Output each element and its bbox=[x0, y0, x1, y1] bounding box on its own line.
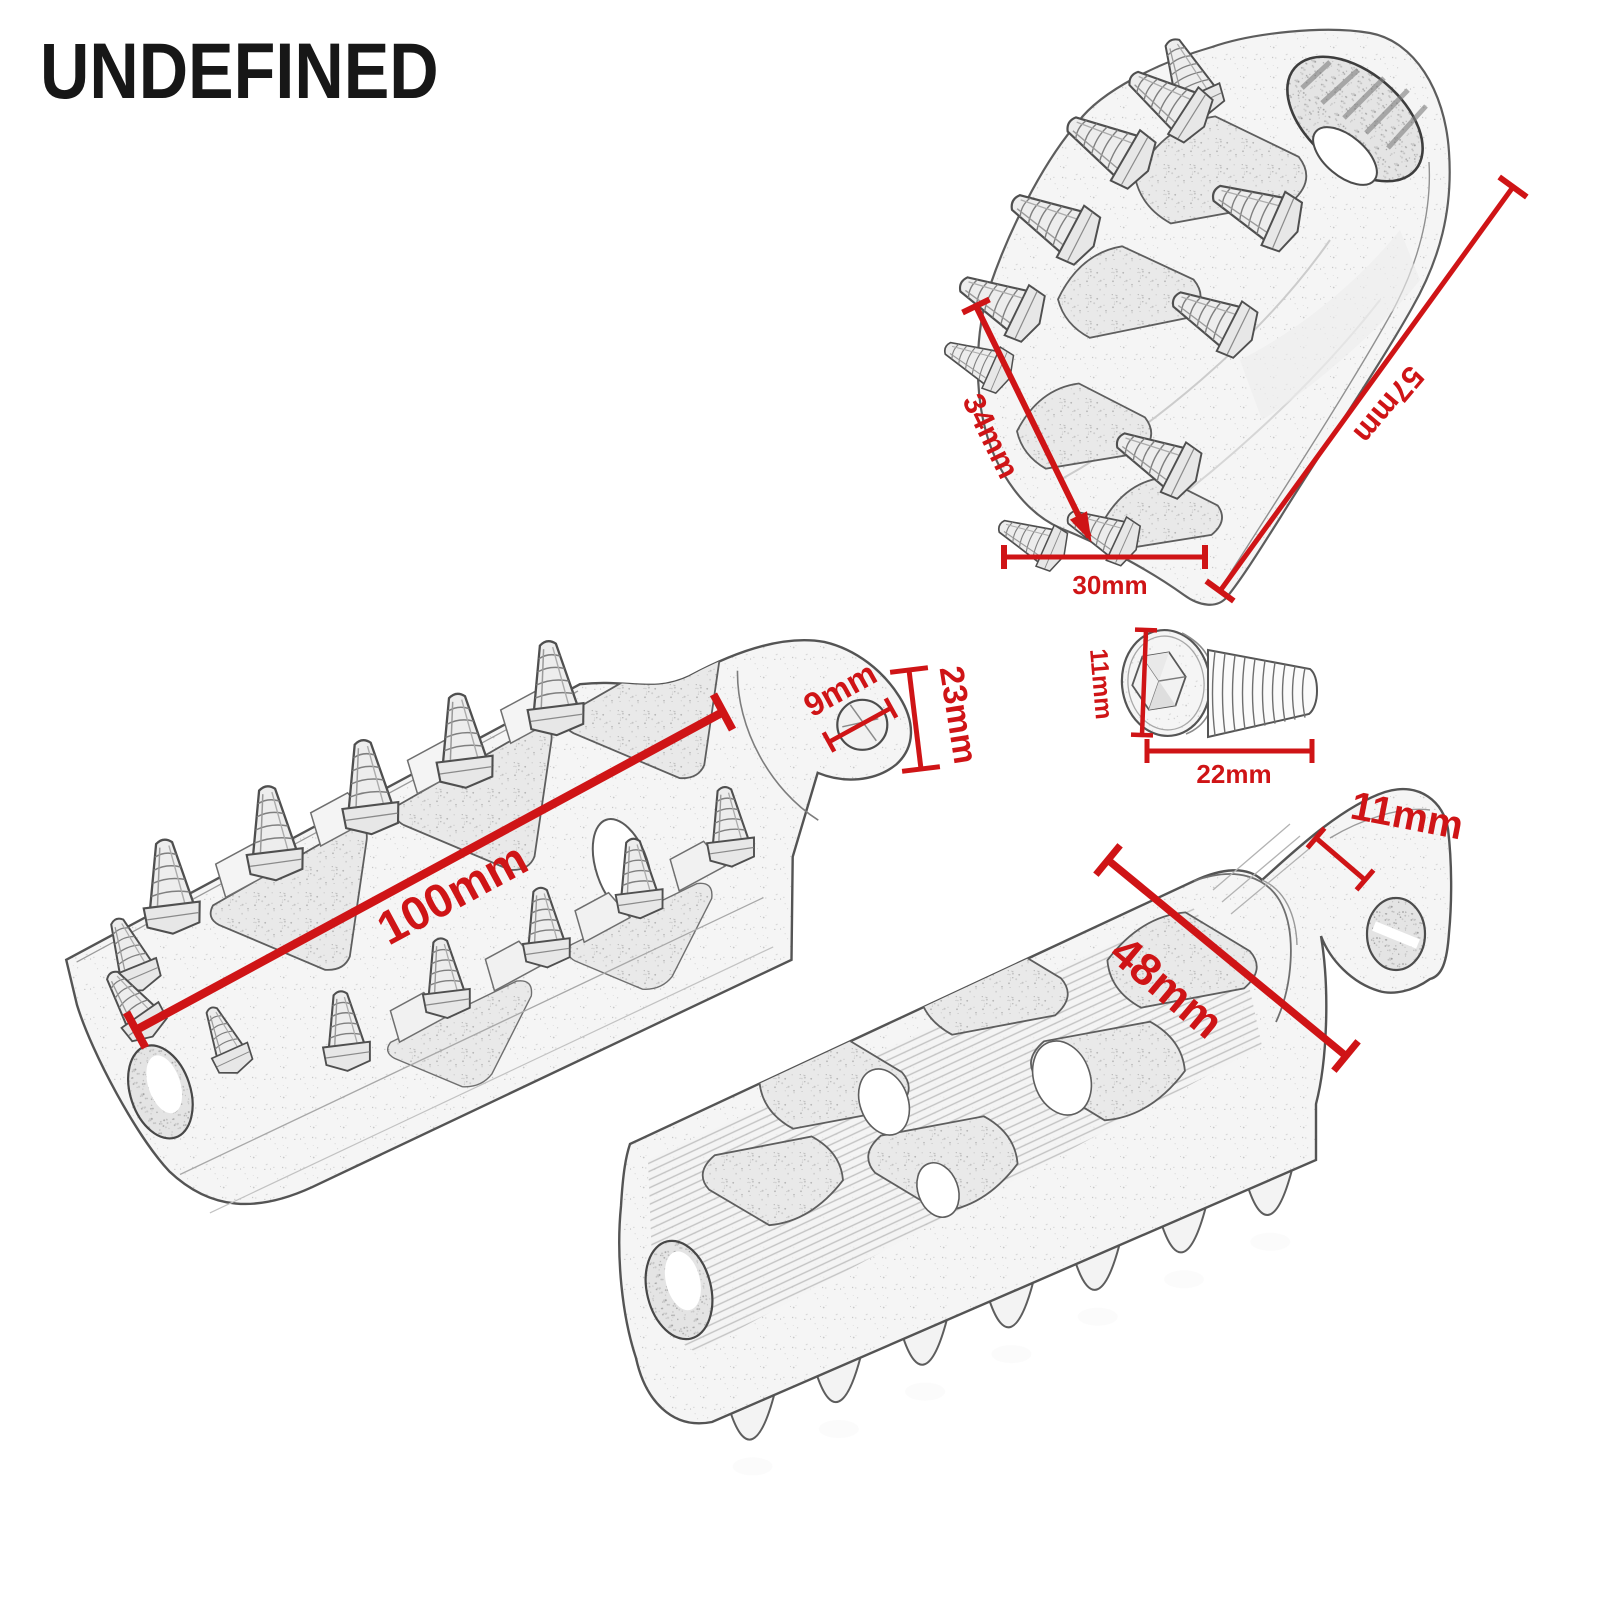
svg-text:30mm: 30mm bbox=[1072, 570, 1147, 600]
svg-text:UNDEFINED: UNDEFINED bbox=[40, 26, 439, 115]
svg-text:22mm: 22mm bbox=[1196, 759, 1271, 789]
svg-text:11mm: 11mm bbox=[1084, 647, 1118, 720]
